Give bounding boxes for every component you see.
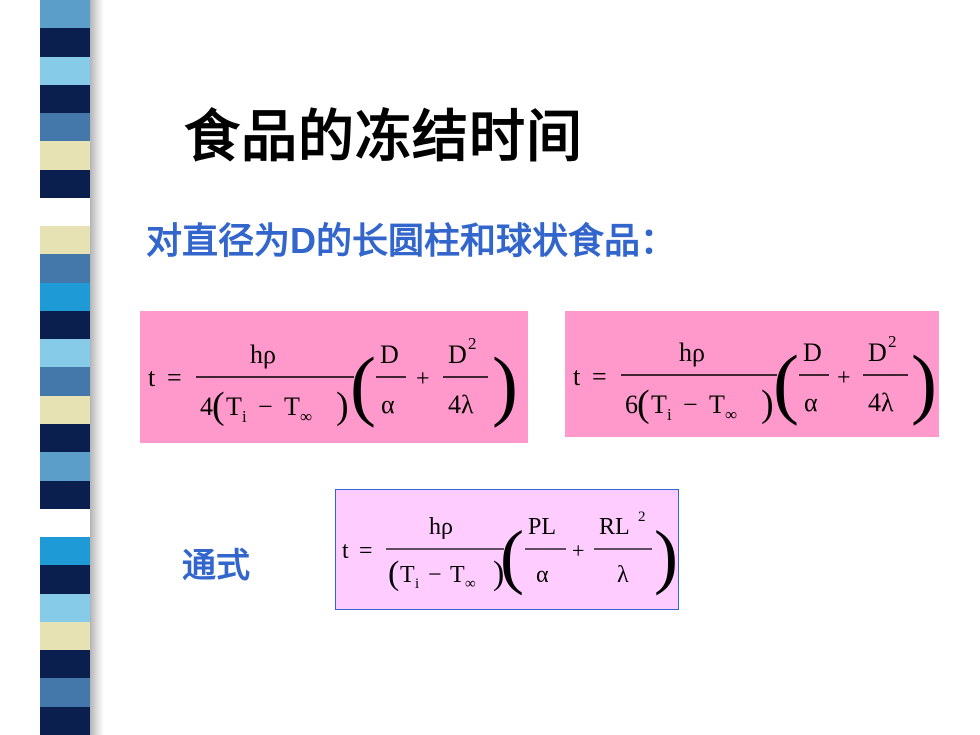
stripe-band (40, 621, 90, 651)
formula-box-cylinder: t = hρ 4 ( T i − T ∞ ) ( D α + D 2 4λ ) (140, 311, 528, 443)
paren-left: ( (388, 555, 399, 592)
stripe-band (40, 565, 90, 594)
formula-numerator: hρ (429, 514, 453, 540)
big-paren-right: ) (492, 341, 518, 428)
big-paren-right: ) (654, 516, 678, 596)
stripe-band (40, 367, 90, 396)
t-i-base: T (651, 390, 667, 419)
formula-equals: = (359, 538, 373, 564)
t-inf-subscript: ∞ (465, 576, 476, 592)
slide-subtitle: 对直径为D的长圆柱和球状食品： (146, 212, 676, 264)
t-inf-base: T (450, 562, 465, 588)
stripe-band (40, 706, 90, 735)
subtitle-variable-d: D (290, 220, 317, 261)
stripe-band (40, 395, 90, 424)
formula-box-sphere: t = hρ 6 ( T i − T ∞ ) ( D α + D 2 4λ ) (565, 311, 939, 437)
frac1-denominator: α (536, 562, 549, 588)
stripe-band (40, 141, 90, 170)
formula-lhs: t (342, 538, 349, 564)
stripe-band (40, 254, 90, 283)
formula-general: t = hρ ( T i − T ∞ ) ( PL α + RL 2 λ ) (342, 509, 678, 596)
formula-lhs: t (573, 362, 581, 391)
t-inf-subscript: ∞ (300, 407, 312, 426)
minus-sign: − (683, 390, 698, 419)
frac1-numerator: D (803, 338, 822, 367)
formula-numerator: hρ (250, 340, 276, 369)
paren-right: ) (493, 555, 504, 592)
paren-left: ( (212, 385, 225, 427)
t-i-subscript: i (415, 576, 419, 592)
formula-box-general: t = hρ ( T i − T ∞ ) ( PL α + RL 2 λ ) (335, 489, 679, 610)
stripe-band (40, 310, 90, 340)
paren-right: ) (336, 385, 349, 427)
stripe-band (40, 452, 90, 481)
slide-title: 食品的冻结时间 (184, 105, 583, 170)
frac2-exponent: 2 (468, 334, 477, 353)
big-paren-left: ( (350, 341, 376, 428)
formula-sphere: t = hρ 6 ( T i − T ∞ ) ( D α + D 2 4λ ) (573, 332, 937, 426)
stripe-shadow (86, 0, 104, 735)
big-paren-left: ( (773, 339, 799, 426)
stripe-band (40, 650, 90, 679)
t-i-base: T (226, 392, 242, 421)
stripe-band (40, 28, 90, 57)
t-inf-base: T (709, 390, 725, 419)
frac2-numerator: RL (599, 514, 630, 540)
formula-lhs: t (148, 363, 156, 392)
frac2-exponent: 2 (888, 332, 897, 351)
plus-sign: + (572, 538, 584, 563)
stripe-band (40, 593, 90, 622)
stripe-band (40, 423, 90, 453)
stripe-band (40, 480, 90, 509)
minus-sign: − (258, 392, 273, 421)
formula-coefficient: 6 (625, 390, 638, 419)
t-i-subscript: i (667, 405, 672, 424)
frac1-numerator: D (380, 340, 399, 369)
stripe-band (40, 226, 90, 255)
formula-equals: = (167, 363, 182, 392)
stripe-band (40, 339, 90, 368)
stripe-band (40, 113, 90, 142)
stripe-band (40, 169, 90, 198)
plus-sign: + (837, 365, 851, 391)
frac2-numerator: D (868, 338, 887, 367)
paren-left: ( (637, 383, 650, 425)
plus-sign: + (416, 366, 430, 392)
paren-right: ) (761, 383, 774, 425)
frac1-denominator: α (804, 388, 818, 417)
big-paren-left: ( (500, 516, 524, 596)
stripe-band (40, 197, 90, 227)
minus-sign: − (428, 562, 442, 588)
t-inf-subscript: ∞ (725, 405, 737, 424)
frac2-denominator: 4λ (868, 388, 894, 417)
frac2-denominator: λ (617, 562, 629, 588)
formula-equals: = (592, 362, 607, 391)
stripe-band (40, 537, 90, 566)
formula-numerator: hρ (679, 338, 705, 367)
frac2-numerator: D (448, 340, 467, 369)
decorative-stripe (40, 0, 90, 735)
general-formula-label: 通式 (182, 546, 250, 586)
frac2-exponent: 2 (638, 509, 646, 525)
frac2-denominator: 4λ (448, 390, 474, 419)
stripe-band (40, 282, 90, 311)
stripe-band (40, 678, 90, 707)
stripe-band (40, 0, 90, 29)
stripe-band (40, 84, 90, 114)
stripe-band (40, 56, 90, 85)
frac1-numerator: PL (528, 514, 556, 540)
big-paren-right: ) (911, 339, 937, 426)
formula-coefficient: 4 (200, 392, 213, 421)
subtitle-text-post: 的长圆柱和球状食品： (316, 221, 677, 262)
stripe-band (40, 508, 90, 538)
t-i-base: T (400, 562, 415, 588)
t-i-subscript: i (242, 407, 247, 426)
subtitle-text-pre: 对直径为 (146, 221, 291, 262)
frac1-denominator: α (381, 390, 395, 419)
t-inf-base: T (284, 392, 300, 421)
formula-cylinder: t = hρ 4 ( T i − T ∞ ) ( D α + D 2 4λ ) (148, 334, 518, 428)
